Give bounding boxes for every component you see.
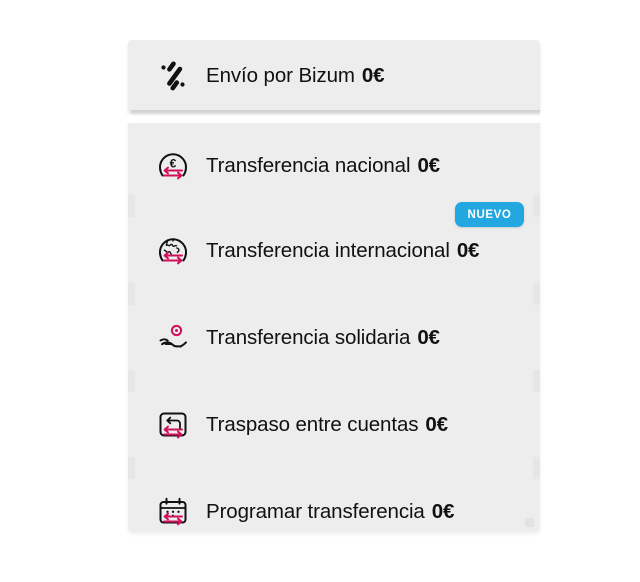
- card-edge-notch: [128, 457, 135, 479]
- menu-item-label: Transferencia nacional 0€: [206, 154, 440, 178]
- calendar-exchange-icon: [152, 491, 194, 533]
- menu-item-transferencia-internacional[interactable]: Transferencia internacional 0€: [128, 208, 540, 293]
- card-edge-notch: [128, 195, 135, 217]
- menu-item-text: Transferencia solidaria: [206, 325, 411, 349]
- transfers-card[interactable]: € Transferencia nacional 0€: [128, 123, 540, 532]
- menu-item-transferencia-solidaria[interactable]: Transferencia solidaria 0€: [128, 295, 540, 380]
- menu-item-price: 0€: [456, 238, 480, 262]
- menu-item-envio-por-bizum[interactable]: Envío por Bizum 0€: [128, 40, 540, 112]
- bizum-card[interactable]: Envío por Bizum 0€: [128, 40, 540, 112]
- menu-item-price: 0€: [417, 325, 440, 349]
- menu-item-programar-transferencia[interactable]: Programar transferencia 0€: [128, 469, 540, 554]
- menu-item-label: Programar transferencia 0€: [206, 500, 454, 524]
- menu-item-text: Transferencia internacional: [206, 238, 450, 262]
- card-edge-notch: [533, 457, 540, 479]
- menu-item-price: 0€: [417, 153, 440, 177]
- card-corner-notch: [525, 518, 534, 527]
- menu-item-transferencia-nacional[interactable]: € Transferencia nacional 0€: [128, 123, 540, 208]
- card-edge-notch: [533, 195, 540, 217]
- status-badge-nuevo: NUEVO: [455, 199, 524, 227]
- card-edge-notch: [128, 283, 135, 305]
- card-edge-notch: [128, 370, 135, 392]
- card-separator-shadow: [131, 110, 540, 116]
- bizum-icon: [152, 55, 194, 97]
- menu-item-label: Transferencia solidaria 0€: [206, 326, 440, 350]
- menu-item-label: Traspaso entre cuentas 0€: [206, 413, 448, 437]
- hand-coin-icon: [152, 317, 194, 359]
- menu-item-label: Transferencia internacional 0€: [206, 239, 479, 263]
- globe-exchange-icon: [152, 230, 194, 272]
- menu-item-price: 0€: [431, 499, 455, 523]
- menu-item-label: Envío por Bizum 0€: [206, 64, 385, 88]
- card-exchange-icon: [152, 404, 194, 446]
- card-edge-notch: [533, 283, 540, 305]
- menu-item-text: Envío por Bizum: [206, 64, 355, 87]
- menu-item-price: 0€: [425, 412, 448, 436]
- svg-text:€: €: [170, 156, 177, 170]
- menu-item-traspaso-entre-cuentas[interactable]: Traspaso entre cuentas 0€: [128, 382, 540, 467]
- menu-item-text: Transferencia nacional: [206, 153, 411, 177]
- euro-exchange-icon: €: [152, 145, 194, 187]
- menu-item-text: Traspaso entre cuentas: [206, 412, 419, 436]
- menu-item-text: Programar transferencia: [206, 499, 425, 523]
- card-edge-notch: [533, 370, 540, 392]
- menu-item-price: 0€: [361, 64, 385, 87]
